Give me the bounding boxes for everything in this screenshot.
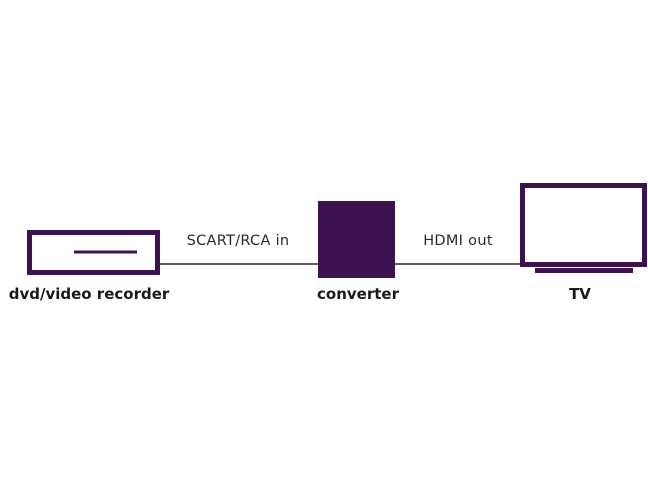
dvd-recorder-icon	[27, 230, 160, 275]
converter-box-icon	[318, 201, 395, 278]
recorder-label: dvd/video recorder	[8, 285, 170, 303]
input-connection-label: SCART/RCA in	[186, 233, 290, 249]
converter-label: converter	[317, 285, 399, 303]
tv-label: TV	[569, 285, 591, 303]
tv-icon	[520, 183, 647, 273]
output-connection-label: HDMI out	[423, 233, 493, 249]
